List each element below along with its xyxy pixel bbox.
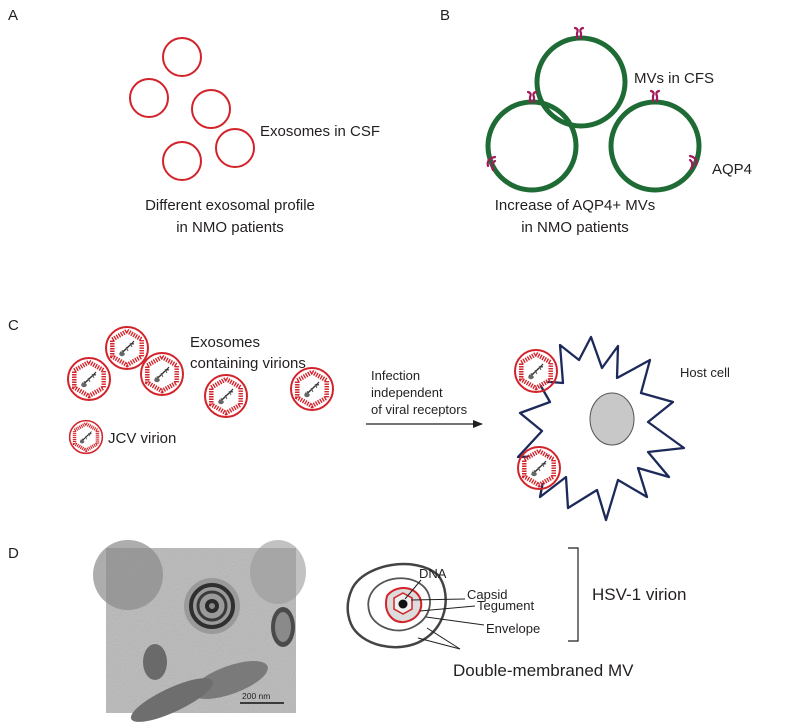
panel-a-caption-line1: Different exosomal profile	[145, 197, 315, 214]
panel-c-letter: C	[8, 317, 19, 334]
arrow-label-line1: Infection	[371, 368, 420, 383]
host-cell-label: Host cell	[680, 365, 730, 380]
jcv-virion	[67, 418, 105, 456]
virion-exosome	[141, 353, 183, 395]
virion-label: HSV-1 virion	[592, 585, 686, 604]
dna-label: DNA	[419, 566, 447, 581]
microvesicle	[608, 99, 702, 193]
panel-a-caption-line2: in NMO patients	[176, 219, 284, 236]
virion-bracket	[568, 547, 579, 642]
virion-entering-cell	[518, 447, 560, 489]
leader-lines	[404, 579, 485, 650]
aqp4-receptor	[486, 155, 497, 172]
mvs-label: MVs in CFS	[634, 70, 714, 87]
outer-membrane	[346, 562, 447, 649]
microvesicle	[485, 99, 579, 193]
virion-entering-cell	[515, 350, 557, 392]
aqp4-receptor	[526, 90, 538, 104]
panel-b: B MVs in CFS AQP4 Increase of AQP4+ MVs …	[440, 7, 752, 236]
mv-circles	[485, 35, 702, 193]
exosome	[162, 141, 202, 181]
envelope-label: Envelope	[486, 621, 540, 636]
panel-a: A Exosomes in CSF Different exosomal pro…	[8, 7, 380, 236]
exosomes-label-line1: Exosomes	[190, 334, 260, 351]
scale-bar-label: 200 nm	[242, 691, 270, 701]
envelope-membrane	[367, 577, 431, 632]
panel-d: D 200 nm	[8, 540, 686, 722]
virion-exosome	[68, 358, 110, 400]
aqp4-markers	[486, 26, 698, 172]
aqp4-label: AQP4	[712, 161, 752, 178]
hsv-schematic: DNA Capsid Tegument Envelope HSV-1 virio…	[346, 547, 686, 680]
exosome	[162, 37, 202, 77]
panel-b-letter: B	[440, 7, 450, 24]
panel-a-letter: A	[8, 7, 18, 24]
panel-d-letter: D	[8, 545, 19, 562]
host-cell	[516, 335, 686, 522]
aqp4-receptor	[688, 154, 698, 171]
exosomes-label-line2: containing virions	[190, 355, 306, 372]
microvesicle	[534, 35, 628, 129]
capsid-label: Capsid	[467, 587, 507, 602]
electron-micrograph: 200 nm	[93, 540, 306, 722]
nucleus	[589, 392, 635, 446]
exosome	[191, 89, 231, 129]
jcv-label: JCV virion	[108, 430, 176, 447]
aqp4-receptor	[649, 89, 661, 103]
arrow-label-line3: of viral receptors	[371, 402, 468, 417]
virion-exosome	[205, 375, 247, 417]
exosome	[215, 128, 255, 168]
panel-b-caption-line1: Increase of AQP4+ MVs	[495, 197, 656, 214]
virion-exosome	[291, 368, 333, 410]
exosome	[129, 78, 169, 118]
exosome-circles	[129, 37, 255, 181]
mv-label: Double-membraned MV	[453, 661, 634, 680]
arrow-label-line2: independent	[371, 385, 443, 400]
panel-c: C Exosomes containing virions JCV virion…	[8, 317, 730, 522]
panel-b-caption-line2: in NMO patients	[521, 219, 629, 236]
tegument-label: Tegument	[477, 598, 534, 613]
virion-exosome	[106, 327, 148, 369]
aqp4-receptor	[573, 26, 585, 40]
exosomes-label: Exosomes in CSF	[260, 123, 380, 140]
dna-core	[398, 599, 408, 609]
